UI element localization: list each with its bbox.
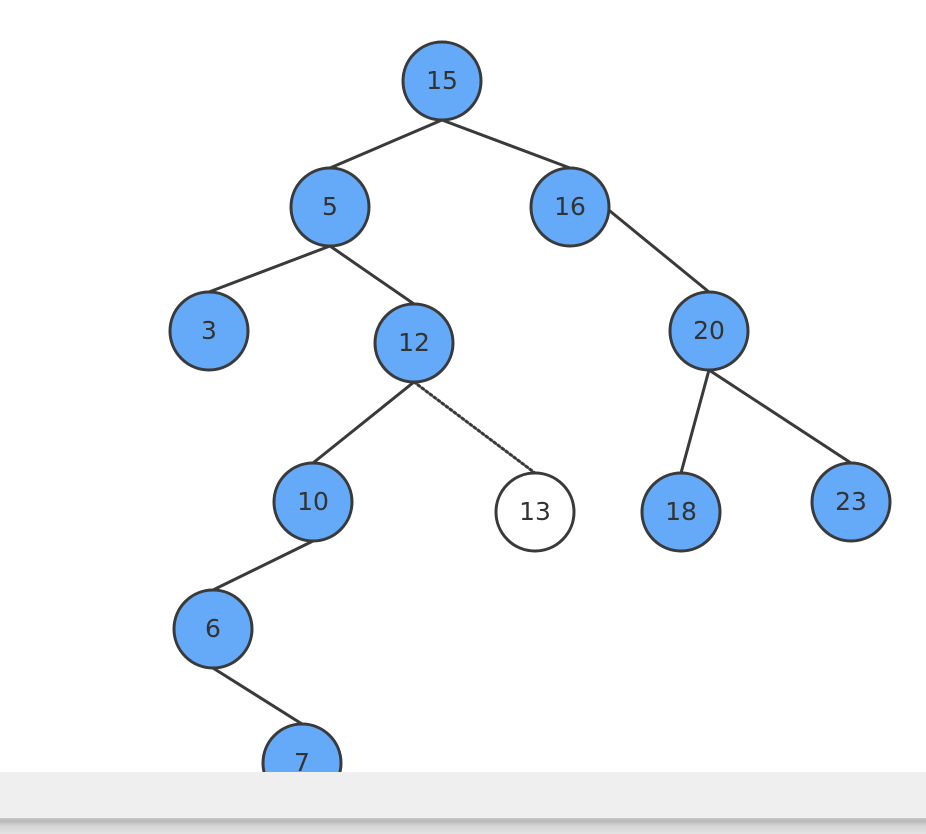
node-label: 3 xyxy=(201,316,217,345)
edge-n16-n20 xyxy=(603,205,711,294)
tree-node-18: 18 xyxy=(640,471,722,553)
node-label: 23 xyxy=(835,487,867,516)
edge-n15-n16 xyxy=(440,118,572,170)
node-circle xyxy=(810,461,892,543)
node-circle xyxy=(529,166,611,248)
node-circle xyxy=(494,471,576,553)
tree-node-23: 23 xyxy=(810,461,892,543)
node-label: 18 xyxy=(665,497,697,526)
node-label: 6 xyxy=(205,614,221,643)
tree-node-16: 16 xyxy=(529,166,611,248)
edge-n6-n7 xyxy=(211,666,304,726)
edge-n5-n3 xyxy=(207,244,332,294)
edge-n10-n6 xyxy=(211,539,315,592)
tree-node-6: 6 xyxy=(172,588,254,670)
node-label: 7 xyxy=(294,748,310,777)
edge-n5-n12 xyxy=(328,244,416,306)
node-circle xyxy=(668,290,750,372)
edge-n15-n5 xyxy=(328,118,444,170)
node-circle xyxy=(168,290,250,372)
tree-node-15: 15 xyxy=(401,40,483,122)
node-label: 13 xyxy=(519,497,551,526)
edges-layer xyxy=(207,118,853,726)
node-circle xyxy=(640,471,722,553)
bottom-band xyxy=(0,772,926,820)
edge-n12-n10 xyxy=(311,380,416,465)
node-label: 12 xyxy=(398,328,430,357)
node-label: 16 xyxy=(554,192,586,221)
node-circle xyxy=(172,588,254,670)
node-circle xyxy=(289,166,371,248)
node-label: 15 xyxy=(426,66,458,95)
tree-node-10: 10 xyxy=(272,461,354,543)
edge-dotted-n12-n13 xyxy=(412,380,537,475)
nodes-layer: 15 5 16 3 12 20 10 13 18 23 6 7 xyxy=(168,40,892,804)
edge-n20-n18 xyxy=(679,368,711,475)
tree-node-5: 5 xyxy=(289,166,371,248)
tree-node-13: 13 xyxy=(494,471,576,553)
node-label: 10 xyxy=(297,487,329,516)
tree-node-20: 20 xyxy=(668,290,750,372)
node-circle xyxy=(272,461,354,543)
node-circle xyxy=(401,40,483,122)
edge-n20-n23 xyxy=(707,368,853,465)
tree-node-12: 12 xyxy=(373,302,455,384)
tree-node-3: 3 xyxy=(168,290,250,372)
node-circle xyxy=(373,302,455,384)
node-label: 5 xyxy=(322,192,338,221)
bottom-edge xyxy=(0,818,926,834)
node-label: 20 xyxy=(693,316,725,345)
